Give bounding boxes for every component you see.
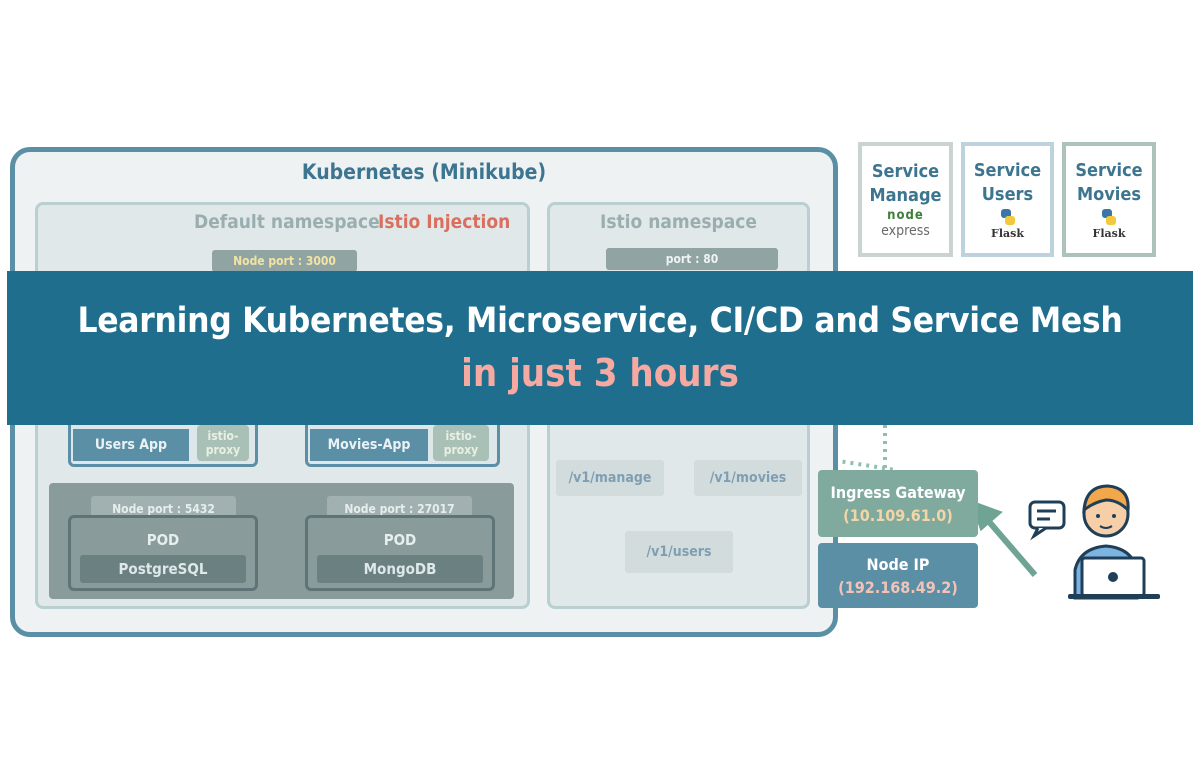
flask-logo: Flask [1092,227,1126,240]
node-ip-value: (192.168.49.2) [838,577,958,597]
port-80: port : 80 [606,248,778,270]
istio-injection-label: Istio Injection [378,211,511,233]
postgres-pod-label: POD [146,531,180,549]
users-app-label: Users App [73,429,189,461]
mongo-db-label: MongoDB [317,555,483,583]
ingress-gateway-title: Ingress Gateway [830,482,966,502]
service-movies-card: Service Movies Flask [1062,142,1156,257]
istio-namespace-title: Istio namespace [599,211,758,233]
cluster-title: Kubernetes (Minikube) [301,160,547,184]
service-users-card: Service Users Flask [961,142,1054,257]
flask-logo: Flask [991,227,1024,240]
postgres-db-label: PostgreSQL [80,555,246,583]
node-port-3000: Node port : 3000 [212,250,357,272]
express-logo: express [881,223,930,239]
ingress-gateway: Ingress Gateway (10.109.61.0) [818,470,978,537]
python-icon [1102,209,1116,225]
laptop-icon [1068,556,1160,599]
python-icon [1000,209,1015,225]
title-banner: Learning Kubernetes, Microservice, CI/CD… [7,271,1193,425]
mongo-pod-label: POD [383,531,417,549]
banner-subheadline: in just 3 hours [461,351,739,395]
movies-app-label: Movies-App [310,429,428,461]
banner-headline: Learning Kubernetes, Microservice, CI/CD… [77,301,1123,341]
route-manage: /v1/manage [556,460,664,496]
movies-istio-proxy: istio- proxy [433,425,489,461]
default-namespace-title: Default namespace [194,211,380,233]
service-users-title: Service Users [973,160,1042,205]
node-ip-title: Node IP [866,554,930,574]
route-users: /v1/users [625,531,733,573]
chat-bubble-icon [1028,500,1066,541]
service-movies-title: Service Movies [1075,160,1143,205]
users-istio-proxy: istio- proxy [197,425,249,461]
node-logo: node [887,208,924,223]
node-ip: Node IP (192.168.49.2) [818,543,978,608]
route-movies: /v1/movies [694,460,802,496]
developer-illustration [1028,484,1160,600]
ingress-gateway-ip: (10.109.61.0) [843,505,953,525]
service-manage-title: Service Manage [869,161,942,206]
service-manage-card: Service Manage node express [858,142,953,257]
